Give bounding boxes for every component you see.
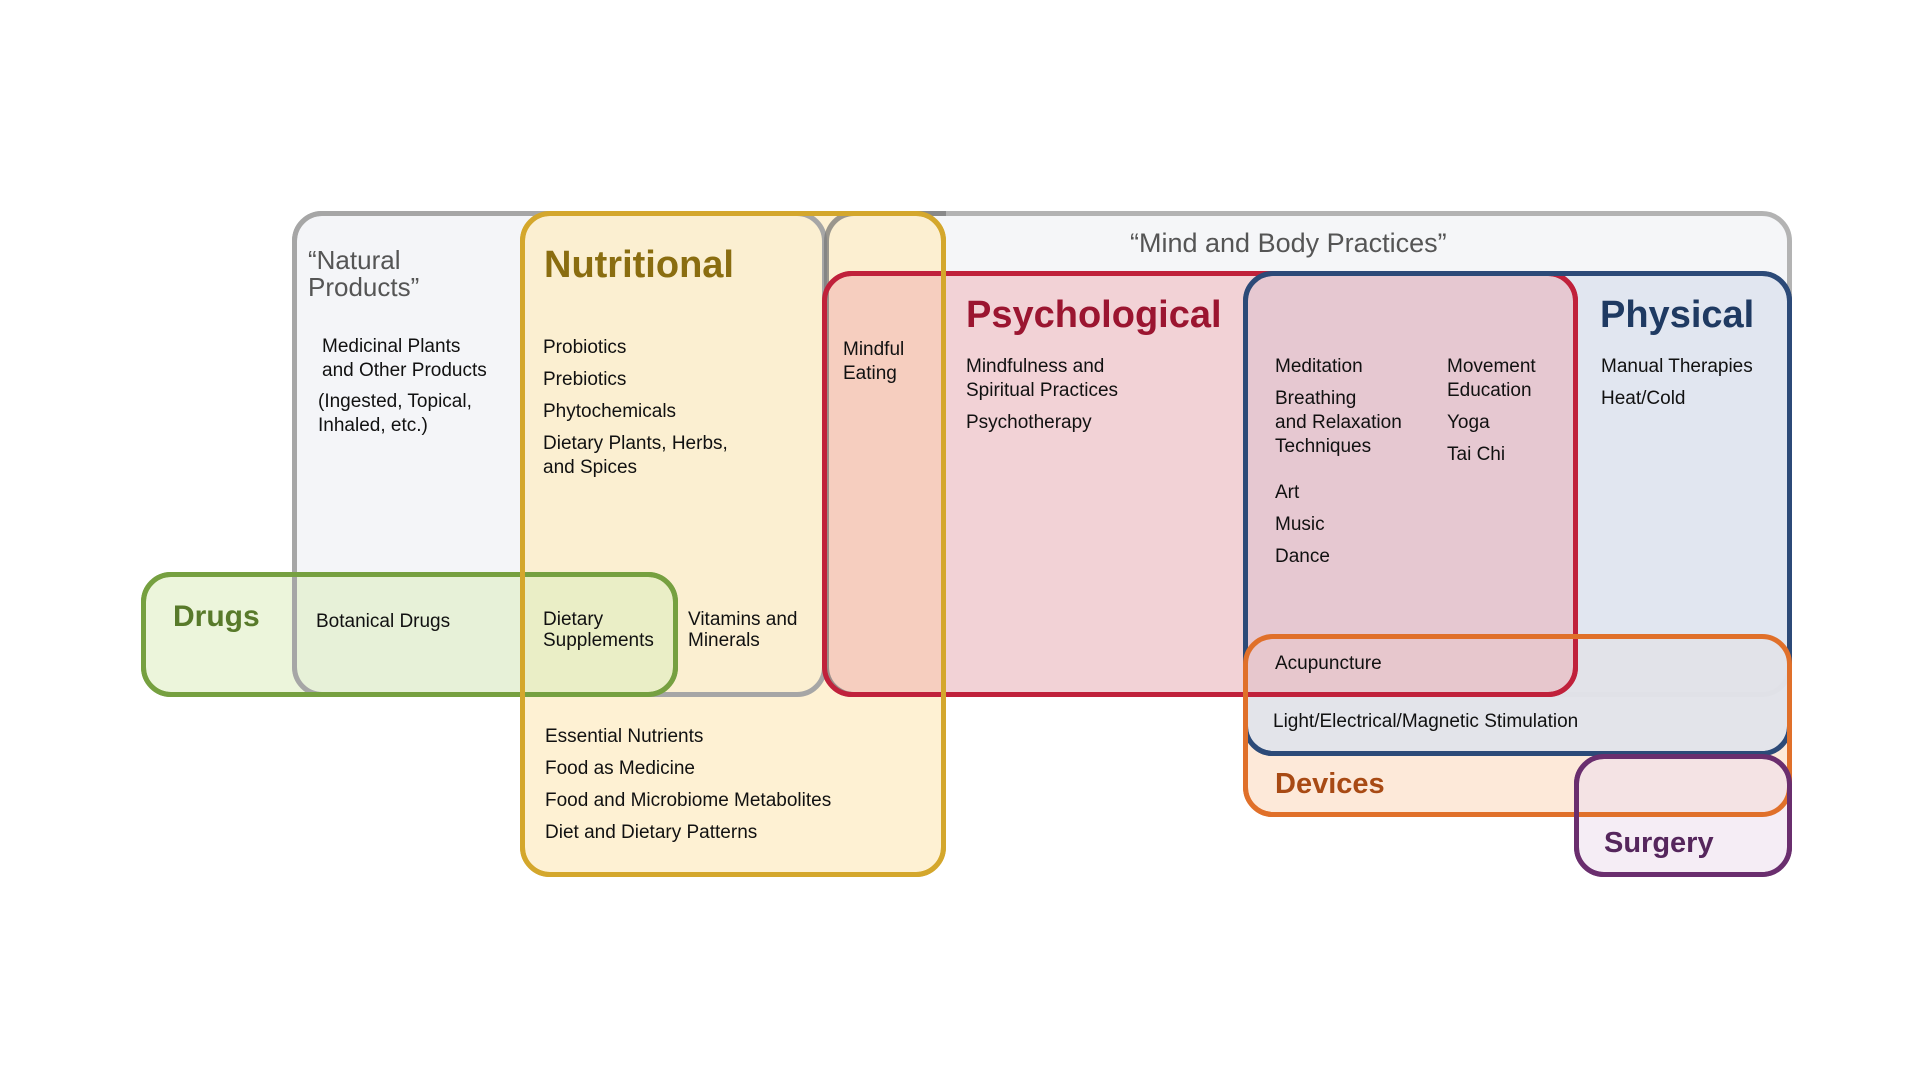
psychological-item-mindfulness: Mindfulness and Spiritual Practices: [966, 356, 1119, 401]
drugs-outline: [141, 572, 678, 697]
physical-items: Manual Therapies Heat/Cold: [1601, 355, 1753, 419]
overlap-arts: Art Music Dance: [1275, 481, 1330, 577]
nutritional-title: Nutritional: [544, 244, 734, 286]
nutritional-item-prebiotics: Prebiotics: [543, 369, 627, 390]
psychological-title: Psychological: [966, 294, 1222, 336]
overlap-item-dance: Dance: [1275, 546, 1330, 567]
mind-body-title: “Mind and Body Practices”: [1130, 228, 1447, 258]
surgery-title: Surgery: [1604, 827, 1714, 859]
nutritional-item-probiotics: Probiotics: [543, 337, 627, 358]
natural-products-title: “Natural Products”: [308, 245, 420, 302]
overlap-col2: Movement Education Yoga Tai Chi: [1447, 355, 1536, 475]
overlap-item-movement-education: Movement Education: [1447, 356, 1536, 401]
nutritional-item-microbiome: Food and Microbiome Metabolites: [545, 790, 832, 811]
acupuncture: Acupuncture: [1275, 653, 1382, 674]
nutritional-item-dietary-plants: Dietary Plants, Herbs, and Spices: [543, 433, 728, 478]
drugs-title: Drugs: [173, 600, 260, 633]
vitamins-minerals: Vitamins and Minerals: [688, 609, 798, 651]
nutritional-item-food-as-medicine: Food as Medicine: [545, 758, 695, 779]
botanical-drugs: Botanical Drugs: [316, 611, 451, 632]
natural-products-item-medicinal-plants: Medicinal Plants and Other Products: [322, 336, 487, 381]
overlap-item-meditation: Meditation: [1275, 356, 1363, 377]
nutritional-lower-items: Essential Nutrients Food as Medicine Foo…: [545, 725, 831, 853]
physical-item-heat-cold: Heat/Cold: [1601, 388, 1686, 409]
nutritional-item-phytochemicals: Phytochemicals: [543, 401, 677, 422]
mindful-eating: Mindful Eating: [843, 339, 905, 384]
natural-products-item-ingested: (Ingested, Topical, Inhaled, etc.): [318, 391, 472, 436]
physical-outline: [1243, 271, 1792, 756]
physical-item-manual-therapies: Manual Therapies: [1601, 356, 1753, 377]
overlap-item-yoga: Yoga: [1447, 412, 1490, 433]
overlap-item-tai-chi: Tai Chi: [1447, 444, 1506, 465]
nutritional-items: Probiotics Prebiotics Phytochemicals Die…: [543, 336, 728, 488]
nutritional-item-essential-nutrients: Essential Nutrients: [545, 726, 704, 747]
surgery-outline: [1574, 754, 1792, 877]
devices-outline: [1243, 634, 1792, 817]
psychological-item-psychotherapy: Psychotherapy: [966, 412, 1092, 433]
physical-title: Physical: [1600, 294, 1755, 336]
light-electrical-magnetic-stimulation: Light/Electrical/Magnetic Stimulation: [1273, 711, 1579, 732]
overlap-item-art: Art: [1275, 482, 1300, 503]
devices-title: Devices: [1275, 768, 1385, 800]
overlap-item-music: Music: [1275, 514, 1325, 535]
nutritional-outline: [520, 211, 946, 877]
overlap-item-breathing: Breathing and Relaxation Techniques: [1275, 388, 1402, 457]
psychological-items: Mindfulness and Spiritual Practices Psyc…: [966, 355, 1118, 443]
psychological-outline: [822, 271, 1578, 697]
nutritional-item-diet-patterns: Diet and Dietary Patterns: [545, 822, 758, 843]
overlap-col1: Meditation Breathing and Relaxation Tech…: [1275, 355, 1402, 467]
dietary-supplements: Dietary Supplements: [543, 609, 654, 651]
